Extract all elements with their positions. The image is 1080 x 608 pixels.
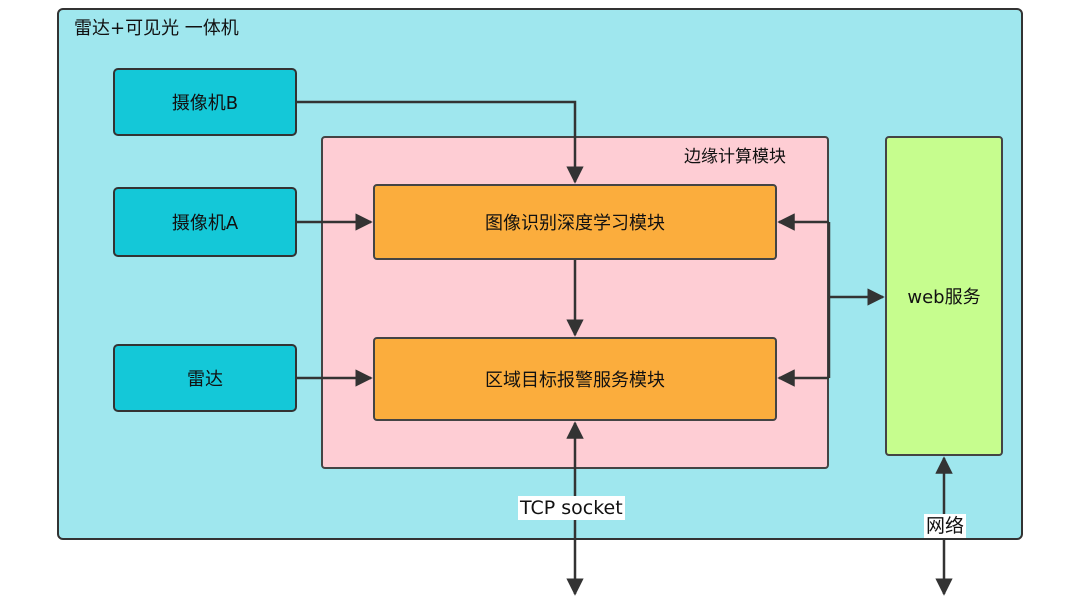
edge-computing-title: 边缘计算模块 xyxy=(684,147,786,167)
camera-a-label: 摄像机A xyxy=(171,213,239,234)
web-service-node[interactable]: web服务 xyxy=(885,136,1003,456)
radar-label: 雷达 xyxy=(187,369,223,390)
area-alarm-label: 区域目标报警服务模块 xyxy=(485,370,665,391)
camera-b-label: 摄像机B xyxy=(171,93,239,114)
tcp-socket-label: TCP socket xyxy=(518,496,625,520)
camera-a-node[interactable]: 摄像机A xyxy=(113,187,297,257)
integrated-unit-title: 雷达+可见光 一体机 xyxy=(74,18,239,39)
radar-node[interactable]: 雷达 xyxy=(113,344,297,412)
area-alarm-module[interactable]: 区域目标报警服务模块 xyxy=(373,337,777,421)
web-service-label: web服务 xyxy=(907,287,981,308)
camera-b-node[interactable]: 摄像机B xyxy=(113,68,297,136)
network-label: 网络 xyxy=(924,514,967,538)
camera-b-to-recognition-arrow xyxy=(297,100,584,184)
image-recognition-label: 图像识别深度学习模块 xyxy=(485,213,665,234)
image-recognition-module[interactable]: 图像识别深度学习模块 xyxy=(373,184,777,260)
